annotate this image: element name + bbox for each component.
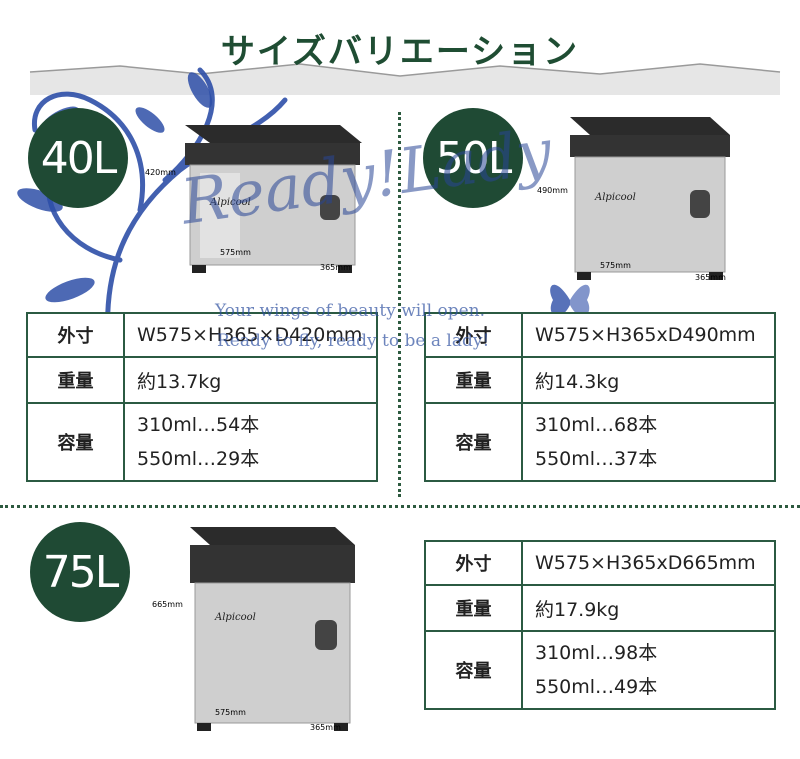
capacity-550ml: 550ml…29本 (137, 448, 260, 470)
capacity-310ml: 310ml…54本 (137, 414, 260, 436)
horizontal-divider (0, 505, 800, 508)
capacity-310ml: 310ml…98本 (535, 642, 658, 664)
fridge-75l-image: Alpicool 665mm 575mm 365mm (152, 527, 355, 732)
capacity-label: 容量 (424, 630, 523, 710)
tagline-line1: Your wings of beauty will open. (215, 301, 485, 321)
fridge-50l-image: Alpicool 490mm 575mm 365mm (537, 117, 730, 282)
capacity-550ml: 550ml…49本 (535, 676, 658, 698)
fridge-40l-image: Alpicool 420mm 575mm 365mm (145, 125, 362, 273)
size-label: 外寸 (424, 540, 523, 586)
tagline: Your wings of beauty will open. Ready to… (215, 296, 555, 356)
size-label: 外寸 (26, 312, 125, 358)
capacity-label: 容量 (424, 402, 523, 482)
size-badge-40l: 40L (28, 108, 128, 208)
weight-value: 約17.9kg (521, 584, 776, 632)
floral-decoration (17, 67, 288, 360)
weight-value: 約13.7kg (123, 356, 378, 404)
page-title: サイズバリエーション (220, 32, 580, 72)
butterfly-icon (550, 284, 590, 317)
header-banner (29, 63, 781, 95)
size-value: W575×H365xD490mm (521, 312, 776, 358)
dim-width-label: 575mm (215, 708, 246, 717)
dim-height-label: 665mm (152, 600, 183, 609)
size-badge-75l: 75L (30, 522, 130, 622)
size-value: W575×H365xD665mm (521, 540, 776, 586)
dim-depth-label: 365mm (695, 273, 726, 282)
dim-width-label: 575mm (600, 261, 631, 270)
weight-label: 重量 (424, 584, 523, 632)
size-badge-50l: 50L (423, 108, 523, 208)
weight-value: 約14.3kg (521, 356, 776, 404)
capacity-label: 容量 (26, 402, 125, 482)
weight-label: 重量 (26, 356, 125, 404)
dim-width-label: 575mm (220, 248, 251, 257)
brand-logo: Alpicool (209, 197, 251, 208)
size-label: 外寸 (424, 312, 523, 358)
vertical-divider (398, 112, 401, 497)
weight-label: 重量 (424, 356, 523, 404)
dim-depth-label: 365mm (320, 263, 351, 272)
spec-table-75l: 外寸 W575×H365xD665mm 重量 約17.9kg 容量 310ml…… (424, 540, 776, 710)
capacity-550ml: 550ml…37本 (535, 448, 658, 470)
dim-height-label: 420mm (145, 168, 176, 177)
spec-table-50l: 外寸 W575×H365xD490mm 重量 約14.3kg 容量 310ml…… (424, 312, 776, 482)
dim-height-label: 490mm (537, 186, 568, 195)
capacity-310ml: 310ml…68本 (535, 414, 658, 436)
size-value: W575×H365×D420mm (123, 312, 378, 358)
brand-logo: Alpicool (214, 612, 256, 623)
dim-depth-label: 365mm (310, 723, 341, 732)
tagline-line2: Ready to fly, ready to be a lady! (217, 331, 490, 351)
spec-table-40l: 外寸 W575×H365×D420mm 重量 約13.7kg 容量 310ml…… (26, 312, 378, 482)
brand-logo: Alpicool (594, 192, 636, 203)
